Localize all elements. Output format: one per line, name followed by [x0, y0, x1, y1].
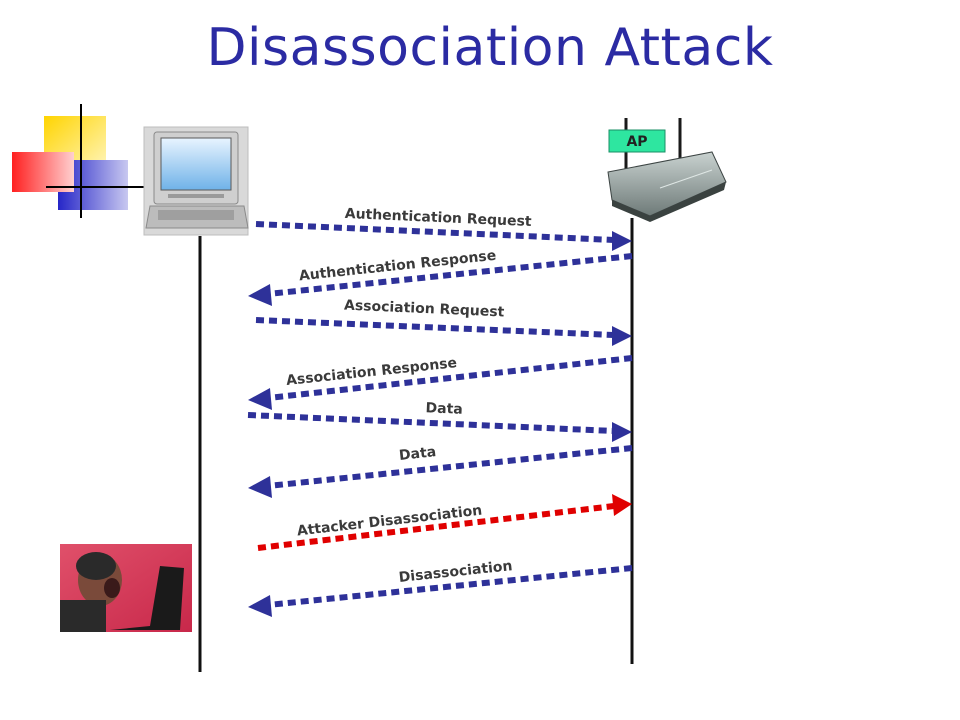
label-association-request: Association Request: [344, 298, 505, 321]
message-data-to-ap: Data: [247, 400, 632, 442]
router-icon: [607, 118, 727, 222]
label-data-to-ap: Data: [425, 400, 463, 418]
ap-tag: [608, 129, 666, 153]
label-authentication-request: Authentication Request: [344, 206, 532, 230]
attacker-photo: [60, 544, 192, 632]
message-authentication-request: Authentication Request: [255, 206, 632, 251]
message-disassociation: Disassociation: [248, 558, 633, 617]
squares-decoration: [12, 104, 145, 218]
message-association-request: Association Request: [255, 298, 632, 346]
message-authentication-response: Authentication Response: [248, 248, 633, 306]
message-data-to-client: Data: [248, 444, 633, 498]
page-title: Disassociation Attack: [206, 18, 774, 78]
label-data-to-client: Data: [398, 444, 437, 464]
ap-label: AP: [626, 134, 647, 150]
laptop-icon: [143, 126, 249, 236]
message-attacker-disassociation: Attacker Disassociation: [257, 494, 632, 551]
